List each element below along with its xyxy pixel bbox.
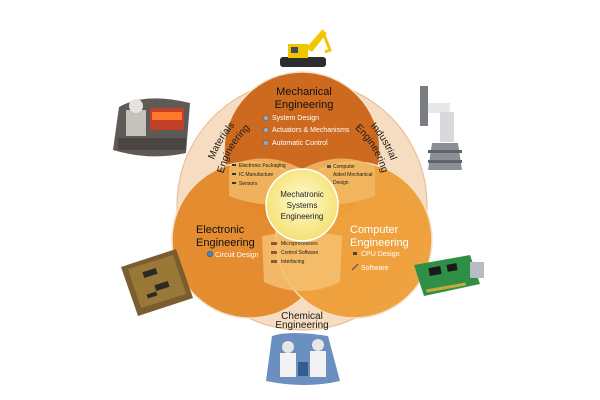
excavator-image [280, 29, 332, 67]
electronic-items: Circuit Design [207, 251, 259, 259]
mech-elec-item-2: IC Manufacture [239, 172, 273, 178]
mechanical-item-1: System Design [272, 115, 319, 122]
chip-icon [271, 242, 277, 245]
cpu-icon [353, 252, 357, 255]
mechanical-title-2: Engineering [275, 99, 334, 111]
robot-arm-image [420, 86, 462, 170]
overlap-elec-comp [262, 232, 342, 291]
computer-title-2: Engineering [350, 237, 409, 249]
circuit-icon [207, 251, 213, 257]
elec-comp-item-2: Control Software [281, 250, 318, 256]
center-circle [265, 168, 339, 242]
computer-title-1: Computer [350, 224, 399, 236]
mech-comp-item-3: Design [333, 180, 349, 186]
gear-icon [263, 140, 269, 146]
elec-comp-item-1: Microprocessors [281, 241, 318, 247]
gear-icon [263, 127, 269, 133]
mechanical-item-3: Automatic Control [272, 140, 328, 147]
mech-comp-item-1: Computer [333, 164, 355, 170]
chemical-label-2: Engineering [275, 320, 328, 331]
electronic-item-1: Circuit Design [215, 252, 259, 259]
gear-icon [263, 115, 269, 121]
mechanical-items: System Design Actuators & Mechanisms Aut… [263, 115, 350, 147]
overlap-mech-comp-items: Computer Aided Mechanical Design [327, 164, 372, 186]
mech-comp-item-2: Aided Mechanical [333, 172, 372, 178]
sensor-icon [232, 182, 236, 184]
center-line3: Engineering [281, 212, 324, 221]
overlap-mech-elec-items: Electronic Packaging IC Manufacture Sens… [232, 163, 286, 187]
computer-item-1: CPU Design [361, 251, 400, 258]
chip-icon [232, 164, 236, 166]
electronic-title-2: Engineering [196, 237, 255, 249]
elec-comp-item-3: Interfacing [281, 259, 305, 265]
center-line1: Mechatronic [280, 190, 324, 199]
electronic-title-1: Electronic [196, 224, 245, 236]
computer-item-2: Software [361, 265, 389, 272]
overlap-elec-comp-items: Microprocessors Control Software Interfa… [271, 241, 318, 265]
mechanical-item-2: Actuators & Mechanisms [272, 127, 350, 134]
chip-icon [271, 260, 277, 263]
software-icon [351, 263, 359, 271]
computer-items: CPU Design Software [351, 251, 400, 272]
cad-icon [327, 165, 331, 168]
chemical-label-1: Chemical [281, 311, 323, 322]
lab-workers-image [266, 333, 340, 385]
mechanical-title-1: Mechanical [276, 86, 332, 98]
circuit-board-image [121, 249, 193, 316]
welder-image [113, 98, 190, 157]
chip-icon [271, 251, 277, 254]
mech-elec-item-1: Electronic Packaging [239, 163, 286, 169]
mech-elec-item-3: Sensors [239, 181, 258, 187]
pcb-card-image [414, 255, 484, 296]
chip-icon [232, 173, 236, 175]
center-line2: Systems [287, 201, 318, 210]
